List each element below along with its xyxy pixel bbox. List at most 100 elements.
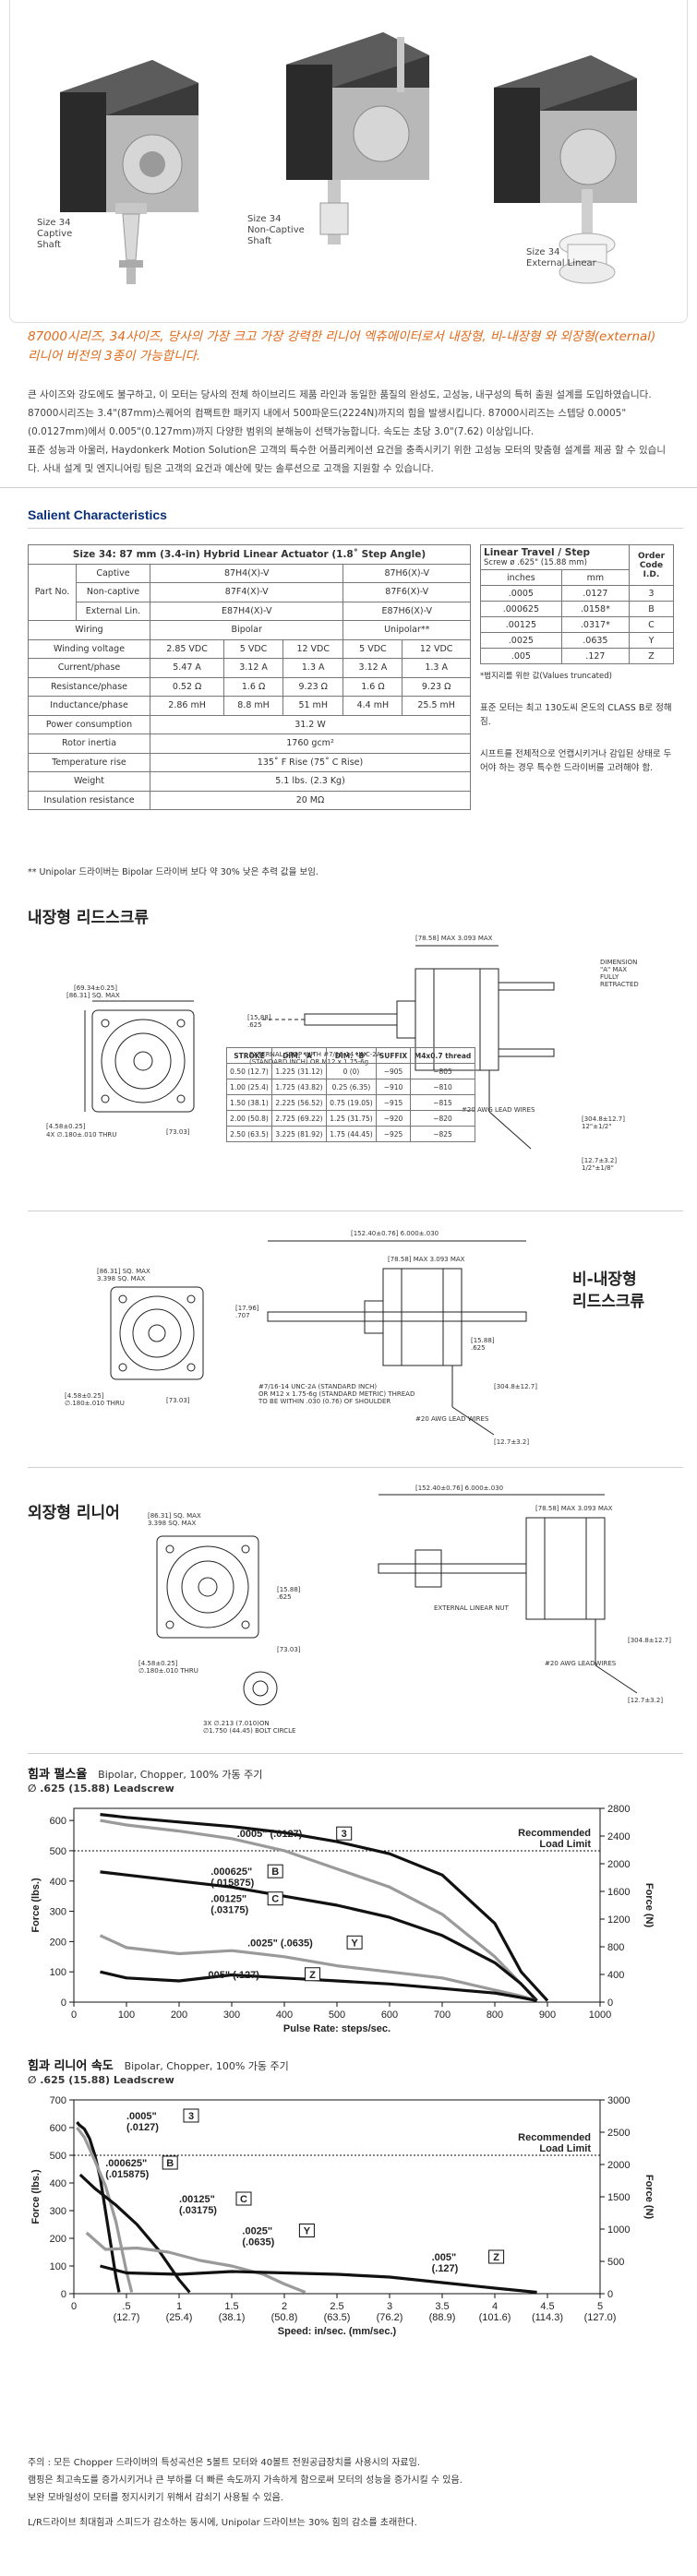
svg-text:[12.7±3.2]: [12.7±3.2] [628, 1697, 663, 1704]
svg-text:OR M12 x 1.75-6g (STANDARD MET: OR M12 x 1.75-6g (STANDARD METRIC) THREA… [258, 1390, 415, 1398]
drawing-external: [86.31] SQ. MAX 3.398 SQ. MAX [4.58±0.25… [138, 1485, 671, 1735]
intro-p2: 87000시리즈는 3.4"(87mm)스퀘어의 컴팩트한 패키지 내에서 50… [28, 408, 627, 437]
series-line-Z [100, 2264, 537, 2295]
stroke-cell: −925 [375, 1126, 412, 1142]
x-tick-label: 2.5(63.5) [324, 2301, 351, 2323]
metric-cell: 2.86 mH [149, 696, 225, 716]
stroke-cell: 0 (0) [325, 1063, 377, 1079]
common-label: Weight [28, 771, 150, 792]
x-tick-label: 1(25.4) [166, 2301, 193, 2323]
series-tag: Z [309, 1970, 316, 1981]
stroke-header: STROKE [226, 1047, 272, 1064]
x-tick-label: 2(50.8) [271, 2301, 298, 2323]
travel-cell: .0025 [480, 632, 562, 649]
drawing-noncaptive: [86.31] SQ. MAX 3.398 SQ. MAX [4.58±0.25… [65, 1230, 537, 1446]
travel-cell: .0005 [480, 585, 562, 602]
stroke-cell: 1.00 (25.4) [226, 1079, 272, 1095]
series-label: .005" (.127) [206, 1970, 260, 1981]
voltage-cell: 12 VDC [402, 638, 471, 659]
stroke-cell: 1.75 (44.45) [325, 1126, 377, 1142]
svg-text:12"±1/2": 12"±1/2" [582, 1123, 611, 1130]
y2-tick-label: 1600 [607, 1887, 630, 1898]
y2-tick-label: 2500 [607, 2128, 630, 2139]
svg-text:"A" MAX: "A" MAX [600, 966, 627, 973]
svg-text:[304.8±12.7]: [304.8±12.7] [494, 1383, 537, 1390]
y2-tick-label: 1200 [607, 1914, 630, 1926]
stroke-cell: −905 [375, 1063, 412, 1079]
svg-text:FULLY: FULLY [600, 973, 619, 981]
travel-col-mm: mm [560, 569, 631, 586]
x-tick-label: 300 [223, 2010, 240, 2021]
y-tick-label: 200 [50, 1937, 66, 1948]
series-tag: C [240, 2194, 247, 2205]
dim-length: [78.58] MAX 3.093 MAX [415, 935, 493, 942]
x-axis-label: Pulse Rate: steps/sec. [283, 2023, 391, 2034]
stroke-cell: −910 [375, 1079, 412, 1095]
dim-leads: #20 AWG LEAD WIRES [462, 1106, 535, 1114]
svg-text:3.398 SQ. MAX: 3.398 SQ. MAX [148, 1520, 196, 1527]
chart1-heading: 힘과 펄스율 [28, 1768, 88, 1782]
svg-text:[78.58] MAX 3.093 MAX: [78.58] MAX 3.093 MAX [388, 1256, 465, 1263]
y2-tick-label: 2400 [607, 1831, 630, 1843]
x-tick-label: 900 [539, 2010, 556, 2021]
series-label: .00125"(.03175) [210, 1894, 248, 1916]
divider [0, 487, 697, 488]
stroke-cell: 2.725 (69.22) [270, 1110, 327, 1127]
metric-cell: 1.3 A [402, 658, 471, 678]
stroke-cell: −825 [410, 1126, 475, 1142]
travel-cell: 3 [629, 585, 674, 602]
series-tag: B [166, 2158, 174, 2169]
x-tick-label: 0 [71, 2301, 77, 2312]
x-tick-label: 1.5(38.1) [219, 2301, 246, 2323]
y2-tick-label: 1000 [607, 2224, 630, 2236]
voltage-cell: 12 VDC [282, 638, 344, 659]
svg-text:[73.03]: [73.03] [277, 1646, 301, 1653]
footnote-1: 주의 : 모든 Chopper 드라이버의 특성곡선은 5볼트 모터와 40볼트… [28, 2458, 420, 2468]
section-external-title: 외장형 리니어 [28, 1504, 120, 1522]
svg-text:.707: .707 [235, 1312, 250, 1319]
x-axis-label: Speed: in/sec. (mm/sec.) [278, 2326, 397, 2337]
y2-axis-label: Force (N) [643, 2175, 655, 2220]
stroke-cell: −815 [410, 1094, 475, 1111]
svg-text:[15.88]: [15.88] [247, 1014, 271, 1021]
headline: 87000시리즈, 34사이즈, 당사의 가장 크고 가장 강력한 리니어 엑츄… [28, 329, 656, 364]
y-axis-label: Force (lbs.) [30, 2169, 42, 2224]
stroke-cell: 1.725 (43.82) [270, 1079, 327, 1095]
dim-strip: [12.7±3.2] [582, 1157, 617, 1164]
series-tag-box [305, 1967, 320, 1982]
svg-text:.625: .625 [471, 1344, 486, 1352]
stroke-cell: 2.50 (63.5) [226, 1126, 272, 1142]
y-axis-label: Force (lbs.) [30, 1878, 42, 1933]
svg-text:RETRACTED: RETRACTED [600, 981, 639, 988]
y-tick-label: 200 [50, 2234, 66, 2245]
stroke-cell: 0.75 (19.05) [325, 1094, 377, 1111]
travel-cell: .0317* [560, 616, 631, 633]
travel-col-inches: inches [480, 569, 562, 586]
series-label: .000625"(.015875) [105, 2158, 149, 2180]
svg-text:[4.58±0.25]: [4.58±0.25] [138, 1660, 178, 1667]
metric-cell: 1.3 A [282, 658, 344, 678]
svg-text:[15.88]: [15.88] [471, 1337, 495, 1344]
metric-cell: 51 mH [282, 696, 344, 716]
stroke-cell: −810 [410, 1079, 475, 1095]
wiring-label: Wiring [28, 620, 150, 640]
series-label: .0005"(.0127) [126, 2111, 159, 2133]
travel-cell: .0158* [560, 601, 631, 617]
stroke-header: SUFFIX [375, 1047, 412, 1064]
y-tick-label: 500 [50, 1846, 66, 1857]
series-label: .0005" (.0127) [237, 1829, 303, 1840]
y2-tick-label: 2000 [607, 1859, 630, 1870]
svg-text:3.398 SQ. MAX: 3.398 SQ. MAX [97, 1275, 145, 1282]
metric-label: Inductance/phase [28, 696, 150, 716]
series-tag-box [267, 1864, 283, 1878]
series-tag-box [298, 2224, 315, 2237]
stroke-cell: −805 [410, 1063, 475, 1079]
common-value: 20 MΩ [150, 790, 471, 810]
y2-axis-label: Force (N) [643, 1883, 655, 1928]
wiring-unipolar: Unipolar** [342, 620, 471, 640]
svg-text:.625: .625 [247, 1021, 262, 1029]
common-value: 1760 gcm² [150, 733, 471, 754]
part-unipolar: 87F6(X)-V [342, 582, 471, 602]
series-label: .005"(.127) [432, 2252, 459, 2274]
y-tick-label: 600 [50, 2123, 66, 2134]
